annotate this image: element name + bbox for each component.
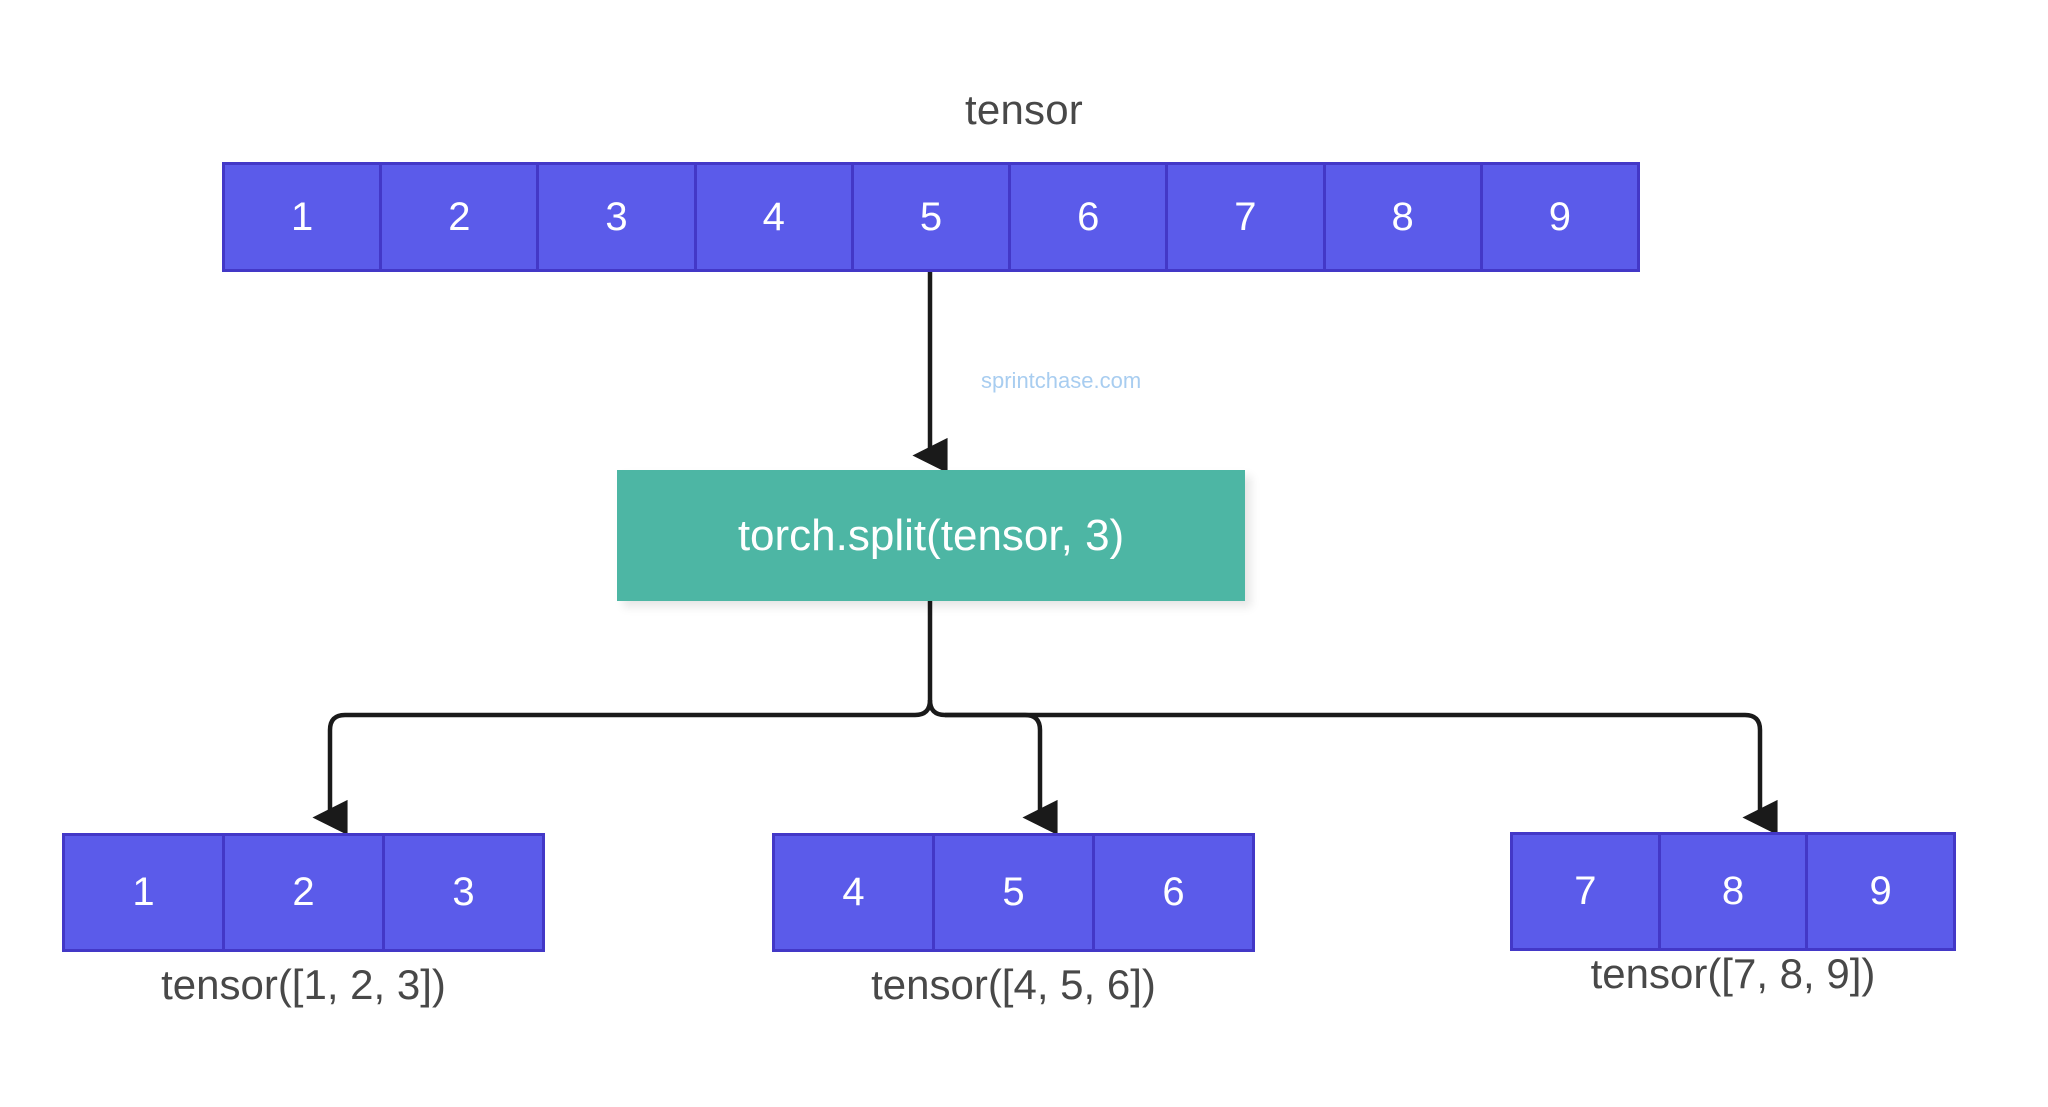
- output-cell: 8: [1660, 835, 1809, 948]
- input-cell: 3: [539, 165, 697, 269]
- input-cell: 5: [853, 165, 1012, 269]
- output-cell: 5: [935, 836, 1095, 949]
- input-cell: 6: [1011, 165, 1169, 269]
- output-cell: 6: [1095, 836, 1252, 949]
- output-cell: 1: [65, 836, 225, 949]
- output-caption: tensor([7, 8, 9]): [1590, 950, 1876, 997]
- operation-label: torch.split(tensor, 3): [737, 510, 1125, 560]
- page-title: tensor: [0, 86, 2048, 134]
- output-cell: 2: [225, 836, 385, 949]
- connector-bus-to-output-2: [927, 699, 1058, 836]
- input-cell: 4: [696, 165, 854, 269]
- output-tensor-bar: 7 8 9: [1510, 832, 1956, 951]
- output-cell: 4: [775, 836, 935, 949]
- input-cell: 9: [1482, 165, 1637, 269]
- output-tensor-bar: 4 5 6: [772, 833, 1255, 952]
- input-cell: 2: [382, 165, 540, 269]
- output-caption: tensor([1, 2, 3]): [161, 961, 446, 1008]
- output-cell: 9: [1808, 835, 1954, 948]
- input-tensor-bar: 1 2 3 4 5 6 7 8 9: [222, 162, 1640, 272]
- input-tensor-label: tensor: [965, 86, 1083, 133]
- input-cell: 7: [1168, 165, 1326, 269]
- output-tensor-bar: 1 2 3: [62, 833, 545, 952]
- output-cell: 7: [1513, 835, 1661, 948]
- output-caption: tensor([4, 5, 6]): [871, 961, 1156, 1008]
- connector-bus-to-output-1: [312, 699, 933, 836]
- input-cell: 1: [225, 165, 383, 269]
- operation-box: torch.split(tensor, 3): [617, 470, 1245, 601]
- watermark: sprintchase.com: [981, 368, 1142, 393]
- connector-bus-to-output-3: [945, 712, 1778, 836]
- input-cell: 8: [1325, 165, 1483, 269]
- output-cell: 3: [385, 836, 542, 949]
